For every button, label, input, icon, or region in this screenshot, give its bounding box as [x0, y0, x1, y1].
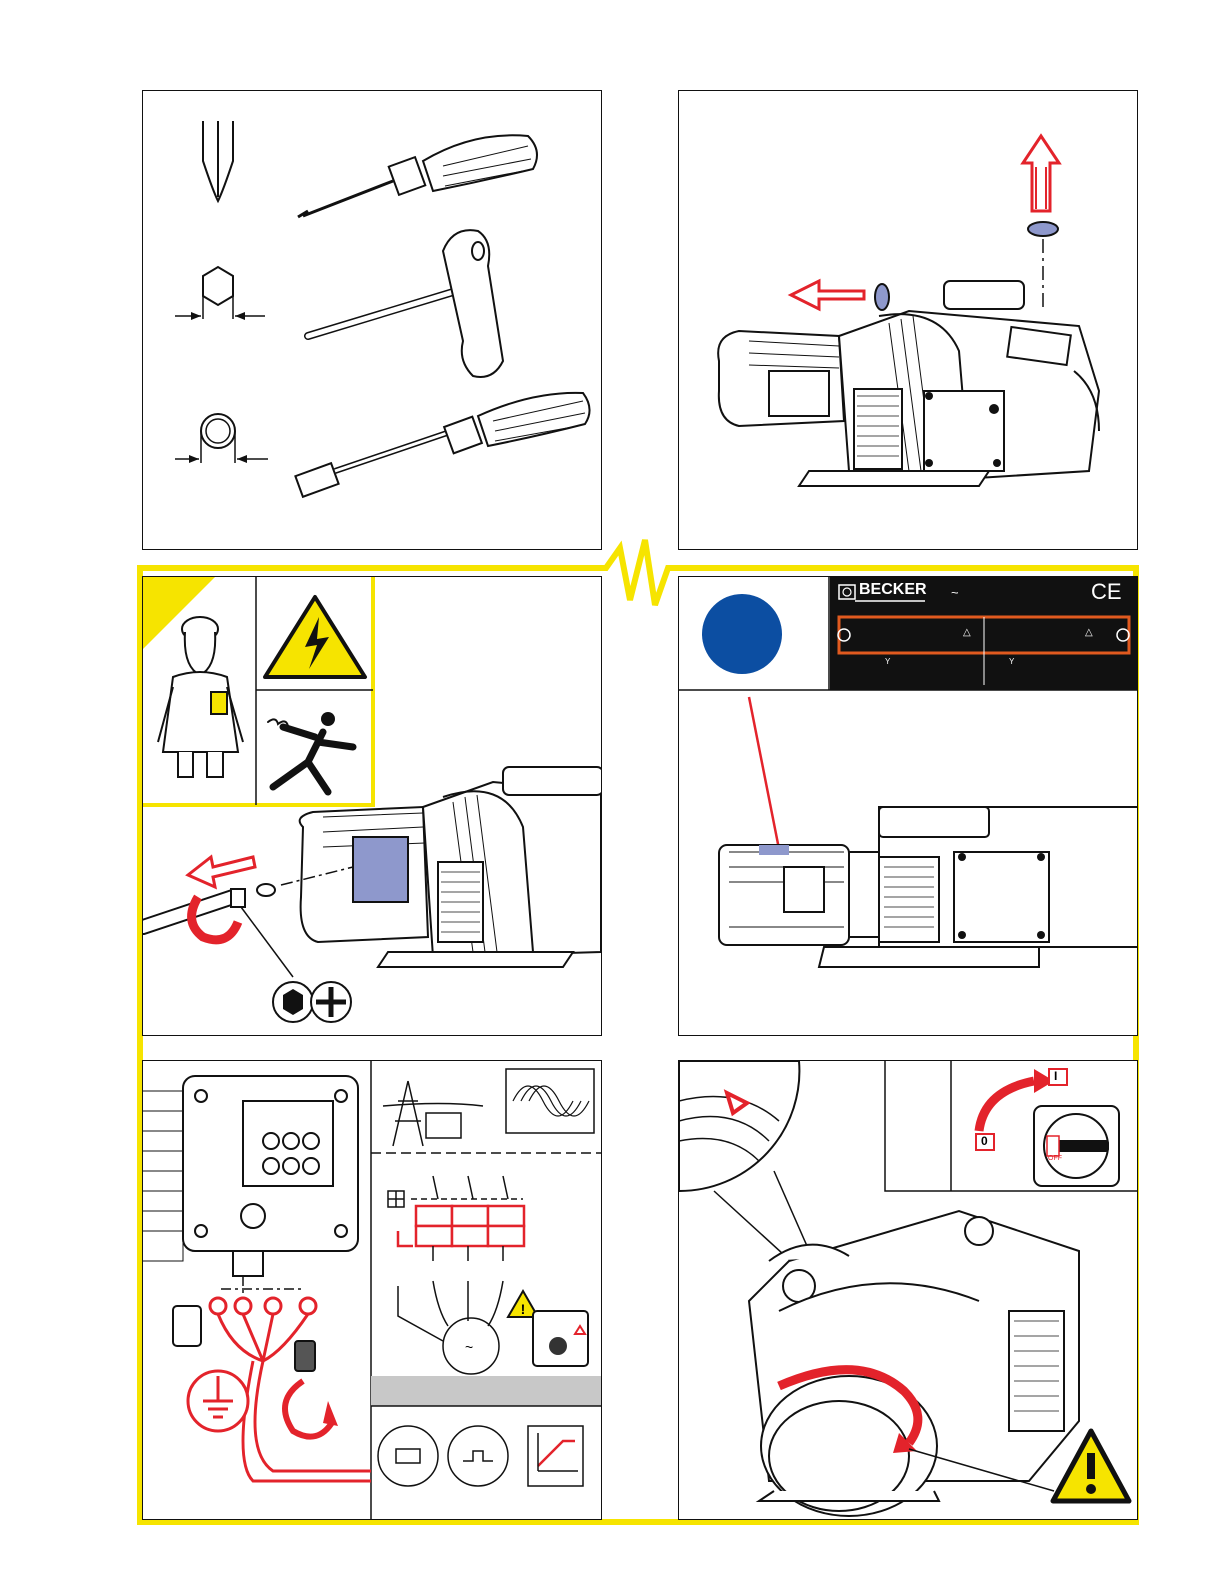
- tools-panel: [142, 90, 602, 550]
- thermistor-symbols: [378, 1426, 583, 1486]
- wiring-panel: ! ~: [142, 1060, 602, 1520]
- circuit-diagram: [388, 1176, 523, 1207]
- hex-bit-icon: [273, 982, 313, 1022]
- electric-shock-icon: [268, 712, 353, 792]
- phillips-screwdriver-icon: [203, 121, 233, 201]
- nut-driver-drawing: [295, 393, 589, 497]
- nameplate-brand: BECKER: [859, 581, 927, 599]
- delta-left: △: [963, 627, 971, 638]
- hex-key-icon: [175, 267, 265, 320]
- switch-off-label: 0: [981, 1134, 988, 1148]
- high-voltage-warning-icon: [265, 597, 365, 677]
- svg-text:!: !: [521, 1301, 526, 1317]
- red-arrow-left-icon: [791, 281, 864, 309]
- pump-front-drawing: [749, 1211, 1079, 1516]
- t-handle-key-drawing: [308, 230, 503, 377]
- phillips-bit-icon: [311, 982, 351, 1022]
- socket-driver-icon: [175, 414, 268, 463]
- side-plug-cap: [875, 284, 889, 310]
- switch-rotation-panel: I 0 OFF: [678, 1060, 1138, 1520]
- ce-mark: CE: [1091, 579, 1122, 605]
- delta-right: △: [1085, 627, 1093, 638]
- vacuum-pump-drawing: [718, 281, 1099, 486]
- electrical-safety-panel: [142, 576, 602, 1036]
- pump-side-view-drawing: [719, 807, 1137, 967]
- nameplate-panel: BECKER ~ CE △ △ Y Y: [678, 576, 1138, 1036]
- motor-symbol: ~: [465, 1339, 473, 1355]
- nameplate-tilde: ~: [951, 585, 959, 600]
- motor-circle-icon: [398, 1281, 503, 1374]
- terminal-rings: [210, 1298, 316, 1314]
- red-arrow-left-icon: [188, 857, 255, 887]
- top-plug-cap: [1028, 222, 1058, 236]
- screwdriver-drawing: [298, 135, 537, 217]
- blue-dot-icon: [702, 594, 782, 674]
- pump-plug-removal-panel: [678, 90, 1138, 550]
- red-arrow-up-icon: [1023, 136, 1059, 211]
- star-left: Y: [885, 657, 890, 666]
- power-line-icon: [383, 1081, 483, 1146]
- switch-on-label: I: [1054, 1069, 1057, 1083]
- switch-dial-label: OFF: [1048, 1155, 1062, 1162]
- star-right: Y: [1009, 657, 1014, 666]
- terminal-box-drawing: [143, 1076, 358, 1276]
- motor-terminal-drawing: [300, 767, 601, 967]
- on-box: [1049, 1069, 1067, 1085]
- warning-triangle-icon: [1053, 1431, 1129, 1501]
- electrician-figure-icon: [158, 617, 243, 777]
- ground-icon: [188, 1371, 248, 1431]
- rotation-arrow-icon: [285, 1381, 338, 1437]
